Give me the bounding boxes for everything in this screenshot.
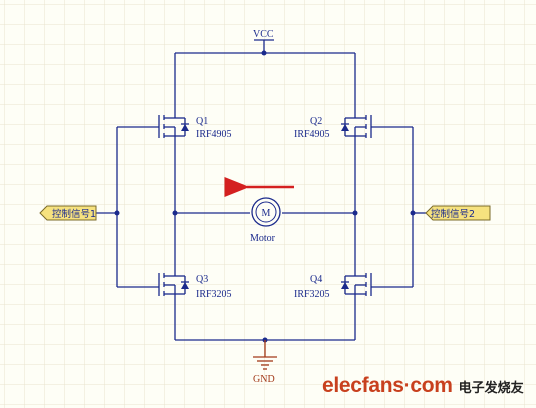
motor-label: Motor bbox=[250, 233, 276, 244]
q2-part: IRF4905 bbox=[294, 129, 330, 140]
right-mid-junction bbox=[352, 210, 358, 216]
gnd-symbol: GND bbox=[253, 340, 277, 385]
mosfet-q2: Q2 IRF4905 bbox=[294, 112, 413, 150]
q3-part: IRF3205 bbox=[196, 289, 232, 300]
vcc-label: VCC bbox=[253, 29, 274, 40]
port-right-label: 控制信号2 bbox=[431, 208, 475, 220]
port-control-signal-2: 控制信号2 bbox=[425, 205, 491, 221]
right-gate-bus bbox=[410, 127, 426, 287]
mosfet-q1: Q1 IRF4905 bbox=[117, 112, 232, 150]
vcc-junction bbox=[261, 50, 267, 56]
q1-part: IRF4905 bbox=[196, 129, 232, 140]
left-gate-bus bbox=[96, 127, 120, 287]
port-left-label: 控制信号1 bbox=[52, 208, 96, 220]
q4-part: IRF3205 bbox=[294, 289, 330, 300]
motor-m: M bbox=[262, 208, 271, 219]
left-gate-junction bbox=[114, 210, 120, 216]
q1-ref: Q1 bbox=[196, 116, 208, 127]
right-gate-junction bbox=[410, 210, 416, 216]
motor-branch bbox=[172, 150, 358, 268]
left-mid-junction bbox=[172, 210, 178, 216]
watermark-subtitle: 电子发烧友 bbox=[458, 381, 524, 396]
q3-ref: Q3 bbox=[196, 274, 208, 285]
gnd-label: GND bbox=[253, 374, 275, 385]
top-rail bbox=[174, 50, 356, 112]
q4-ref: Q4 bbox=[310, 274, 322, 285]
q2-ref: Q2 bbox=[310, 116, 322, 127]
motor: M Motor bbox=[250, 197, 281, 244]
watermark: elecfans·com 电子发烧友 bbox=[322, 374, 524, 404]
mosfet-q3: Q3 IRF3205 bbox=[117, 268, 232, 340]
watermark-brand: elecfans·com bbox=[322, 374, 453, 397]
mosfet-q4: Q4 IRF3205 bbox=[294, 268, 413, 340]
port-control-signal-1: 控制信号1 bbox=[39, 205, 97, 221]
